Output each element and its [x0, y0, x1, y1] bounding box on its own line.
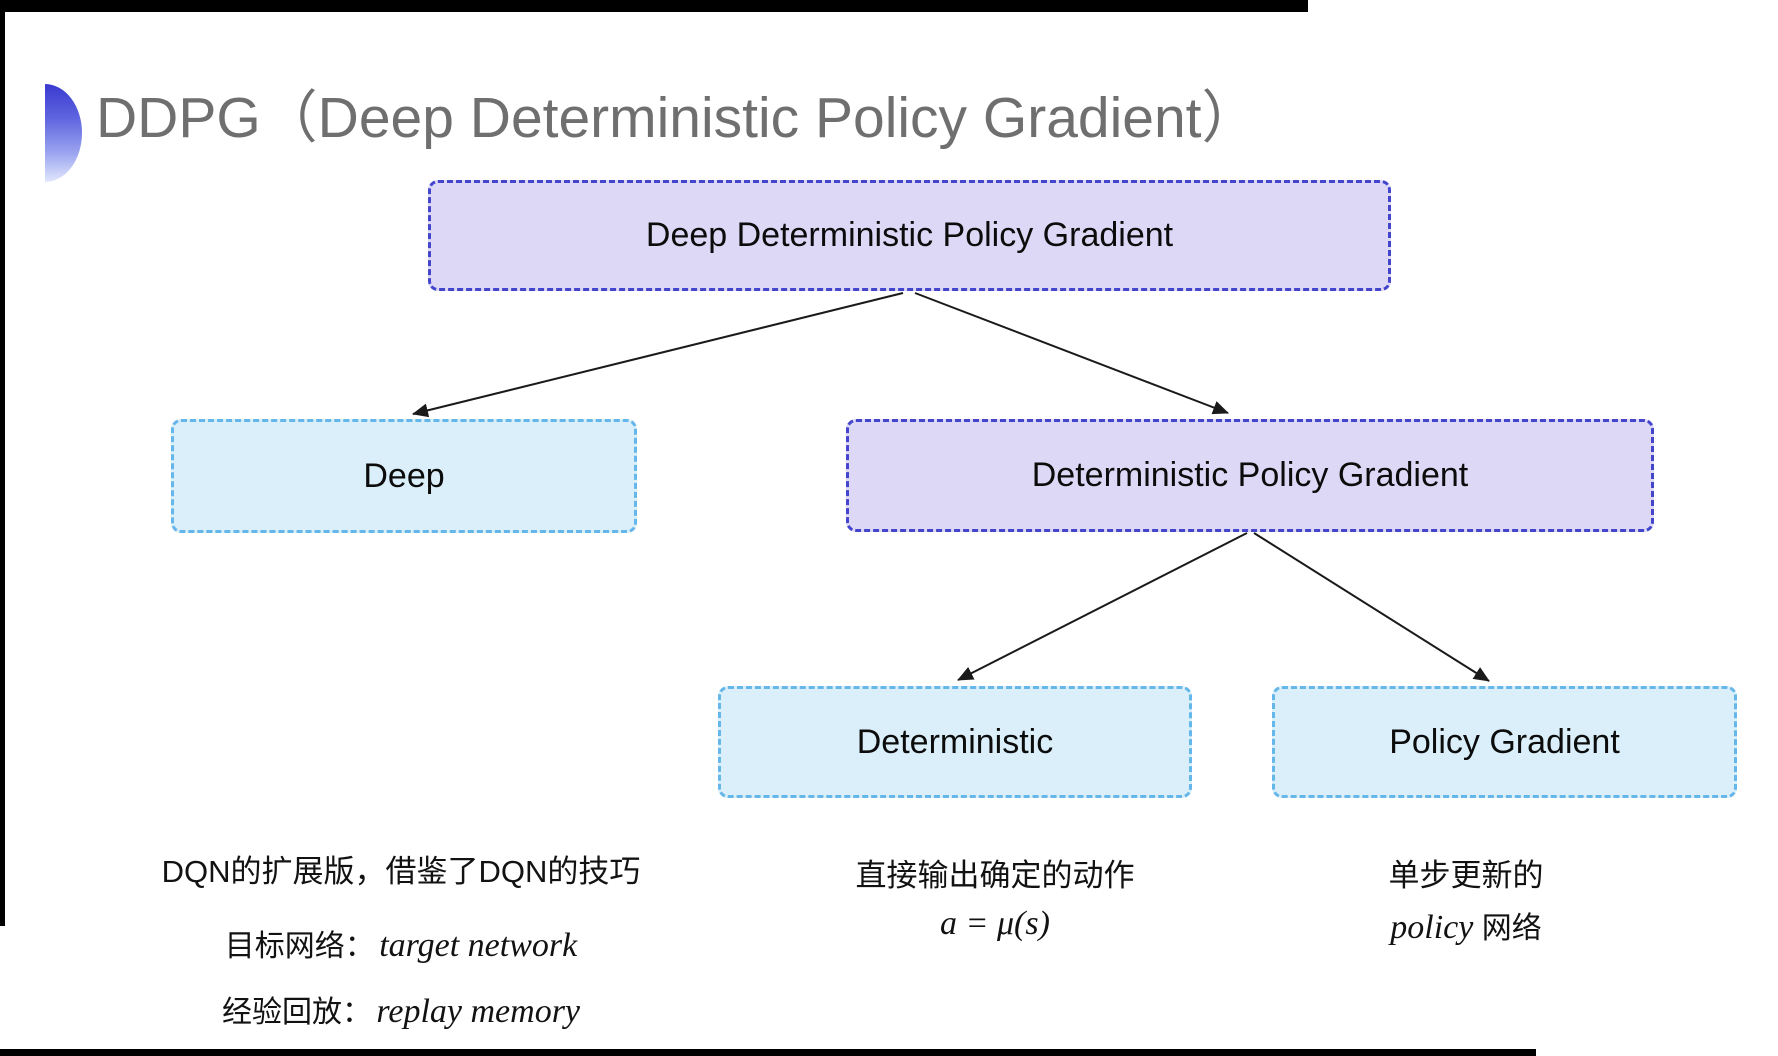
note-dqn-target: 目标网络： target network	[118, 921, 684, 965]
note-policy-line1: 单步更新的	[1388, 858, 1544, 893]
page-title: DDPG（Deep Deterministic Policy Gradient）	[96, 86, 1259, 150]
letterbox-left	[0, 0, 5, 926]
policy-word-italic: policy	[1390, 909, 1474, 946]
node-deterministic: Deterministic	[718, 686, 1192, 798]
note-dqn: DQN的扩展版，借鉴了DQN的技巧 目标网络： target network 经…	[118, 846, 684, 1031]
node-label: Deterministic	[856, 722, 1054, 761]
note-deterministic-formula: a = μ(s)	[940, 905, 1050, 942]
letterbox-bottom	[0, 1049, 1536, 1056]
replay-memory-value: replay memory	[376, 993, 581, 1030]
note-deterministic: 直接输出确定的动作 a = μ(s)	[800, 850, 1190, 943]
node-label: Deep	[363, 456, 445, 495]
note-dqn-line1: DQN的扩展版，借鉴了DQN的技巧	[161, 854, 641, 889]
note-policy-line2: policy 网络	[1270, 903, 1662, 947]
node-label: Deep Deterministic Policy Gradient	[645, 216, 1174, 254]
note-deterministic-line1: 直接输出确定的动作	[855, 858, 1135, 893]
node-deep: Deep	[171, 419, 637, 533]
note-dqn-replay: 经验回放： replay memory	[118, 987, 684, 1031]
note-policy-gradient: 单步更新的 policy 网络	[1270, 850, 1662, 947]
replay-memory-label: 经验回放：	[221, 996, 372, 1029]
node-deterministic-policy-gradient: Deterministic Policy Gradient	[846, 419, 1654, 532]
title-bullet-icon	[45, 84, 82, 182]
arrow-dpg-to-deterministic	[957, 532, 1248, 681]
arrow-root-to-deep	[412, 292, 904, 418]
node-label: Deterministic Policy Gradient	[1031, 456, 1469, 494]
node-label: Policy Gradient	[1389, 722, 1620, 761]
target-network-label: 目标网络：	[224, 930, 375, 963]
letterbox-top	[0, 0, 1308, 12]
policy-network-suffix: 网络	[1473, 912, 1542, 945]
target-network-value: target network	[379, 927, 578, 964]
arrow-root-to-dpg	[914, 292, 1229, 415]
node-policy-gradient: Policy Gradient	[1272, 686, 1737, 798]
arrow-dpg-to-policy-gradient	[1253, 532, 1490, 682]
node-deep-deterministic-policy-gradient: Deep Deterministic Policy Gradient	[428, 180, 1391, 291]
